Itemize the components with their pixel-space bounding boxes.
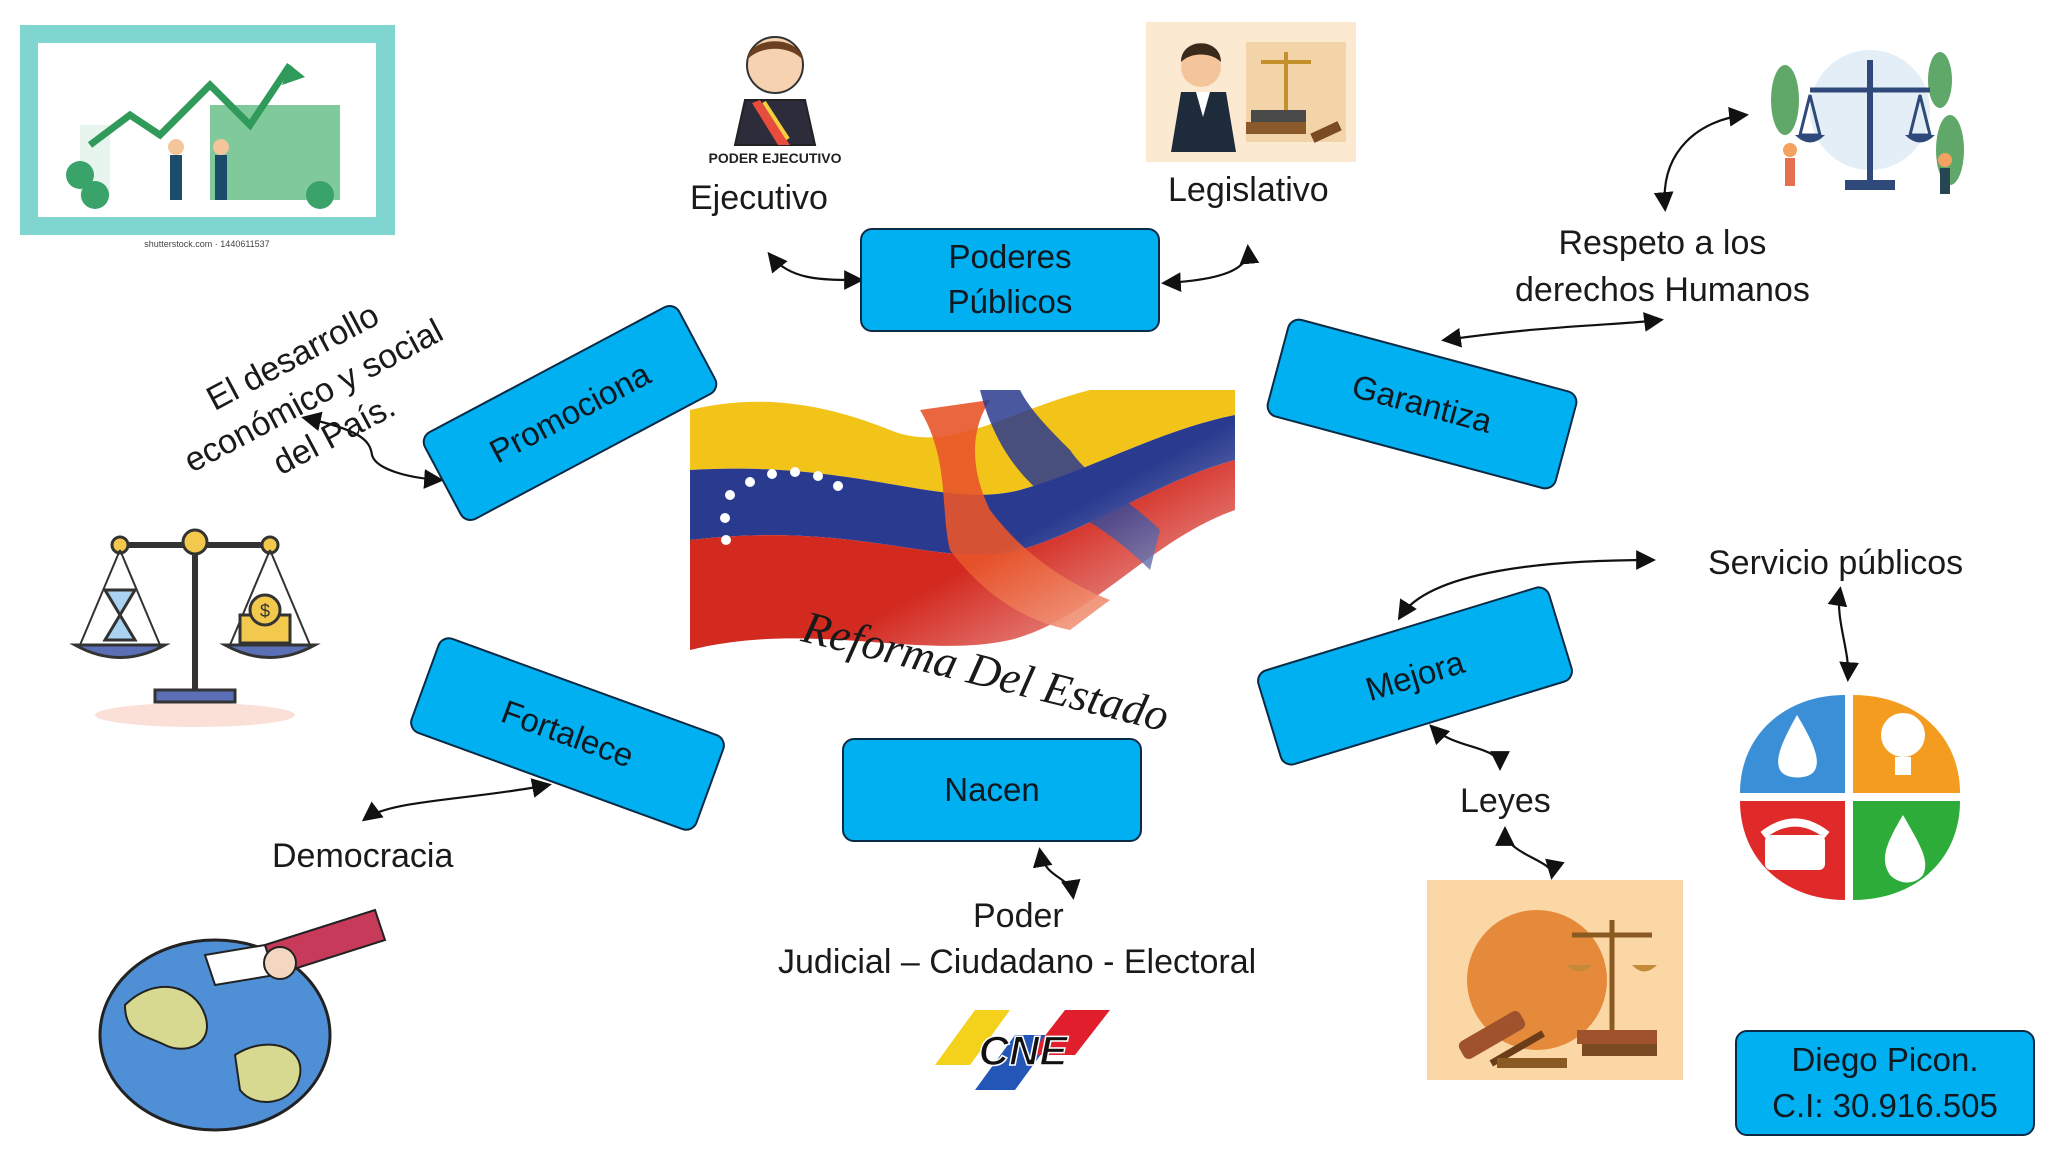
flag-icon	[690, 390, 1235, 690]
node-nacen[interactable]: Nacen	[842, 738, 1142, 842]
label-poder-title: Poder	[973, 897, 1064, 935]
legislativo-image	[1146, 22, 1356, 167]
label-leyes: Leyes	[1460, 782, 1551, 820]
economic-growth-image: shutterstock.com · 1440611537	[20, 25, 395, 250]
democracy-globe-image	[85, 895, 395, 1140]
arrow-fortalece-democracia	[361, 778, 552, 822]
label-legislativo: Legislativo	[1168, 171, 1329, 209]
public-services-icon	[1735, 685, 1965, 910]
author-box: Diego Picon. C.I: 30.916.505	[1735, 1030, 2035, 1136]
label-ejecutivo: Ejecutivo	[690, 179, 828, 217]
poder-ejecutivo-image: PODER EJECUTIVO	[690, 25, 860, 170]
arrow-poderes-legislativo	[1161, 244, 1260, 293]
human-rights-scale-image	[1760, 40, 1970, 210]
label-democracia: Democracia	[272, 837, 454, 875]
cne-logo-text: CNE	[979, 1027, 1070, 1074]
arrow-promociona-desarrollo	[301, 411, 444, 489]
author-ci: C.I: 30.916.505	[1772, 1087, 1998, 1124]
cne-logo: CNE	[935, 1005, 1110, 1095]
arrow-derechos-image	[1653, 106, 1749, 212]
label-derechos: Respeto a los derechos Humanos	[1515, 224, 1810, 309]
arrow-mejora-leyes	[1429, 724, 1510, 771]
node-poderes-publicos[interactable]: Poderes Públicos	[860, 228, 1160, 332]
venezuela-flag-image	[690, 390, 1235, 690]
arrow-garantiza-derechos	[1441, 312, 1664, 348]
poder-ejecutivo-caption: PODER EJECUTIVO	[708, 150, 841, 166]
label-poder-list: Judicial – Ciudadano - Electoral	[778, 943, 1257, 981]
svg-text:$: $	[260, 601, 270, 621]
balance-scale-image: $	[55, 520, 325, 730]
arrow-servicios-image	[1827, 586, 1859, 682]
arrow-mejora-servicios	[1397, 550, 1656, 621]
shutterstock-caption: shutterstock.com · 1440611537	[144, 239, 269, 249]
arrow-poderes-ejecutivo	[767, 251, 864, 290]
law-gavel-image	[1427, 880, 1683, 1080]
label-servicios: Servicio públicos	[1708, 544, 1964, 582]
author-name: Diego Picon.	[1791, 1040, 1979, 1078]
arrow-nacen-poder	[1032, 847, 1081, 900]
arrow-leyes-image	[1495, 826, 1565, 880]
